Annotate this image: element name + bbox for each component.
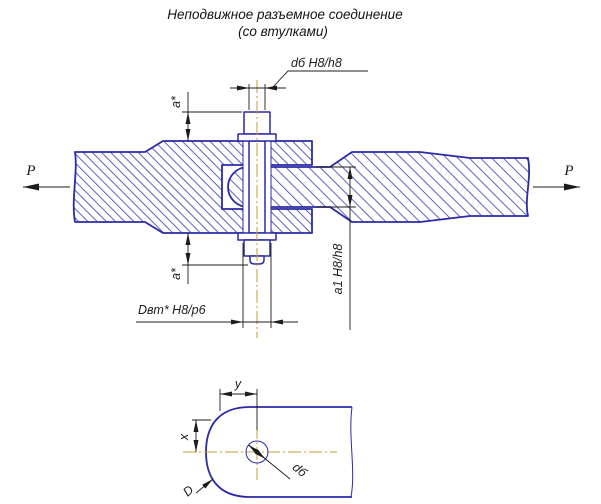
dimension-arrow <box>248 444 260 455</box>
force-right: P <box>533 163 580 191</box>
label-bushing-diameter: Dвт* H8/p6 <box>138 303 206 317</box>
bolt-hole-circle <box>245 440 269 464</box>
title-line-2: (со втулками) <box>238 24 328 39</box>
label-force-right: P <box>563 163 573 179</box>
label-edge-x: x <box>177 433 191 441</box>
dim-edge-x: x <box>177 419 211 452</box>
label-force-left: P <box>25 163 35 179</box>
label-edge-y: y <box>234 377 242 391</box>
label-eye-width: a1 H8/h8 <box>331 244 345 295</box>
dim-protrusion-bottom: a* <box>169 233 248 284</box>
label-protrusion-top: a* <box>169 95 183 108</box>
label-bolt-hole: dб <box>290 460 310 480</box>
dim-edge-y: y <box>219 377 258 430</box>
main-view: dб H8/h8 a* a* a1 H8/h8 <box>23 56 580 338</box>
leader-line <box>271 70 368 89</box>
title-line-1: Неподвижное разъемное соединение <box>167 7 402 22</box>
leader-line <box>265 458 291 480</box>
drawing-title: Неподвижное разъемное соединение (со вту… <box>167 7 402 39</box>
dim-bolt-diameter: dб H8/h8 <box>230 56 368 110</box>
dim-eye-width: a1 H8/h8 <box>316 166 356 330</box>
dim-protrusion-top: a* <box>169 92 242 141</box>
leader-line <box>195 478 214 494</box>
dim-bushing-diameter: Dвт* H8/p6 <box>136 243 298 328</box>
detail-break-line <box>350 406 354 498</box>
label-bolt-diameter: dб H8/h8 <box>291 56 342 70</box>
force-left: P <box>23 163 70 191</box>
detail-view: y x D dб <box>177 377 354 499</box>
label-end-diameter: D <box>180 483 196 499</box>
leader-end-diameter: D <box>180 478 214 499</box>
dimension-arrow <box>254 449 266 460</box>
label-protrusion-bottom: a* <box>169 267 183 280</box>
